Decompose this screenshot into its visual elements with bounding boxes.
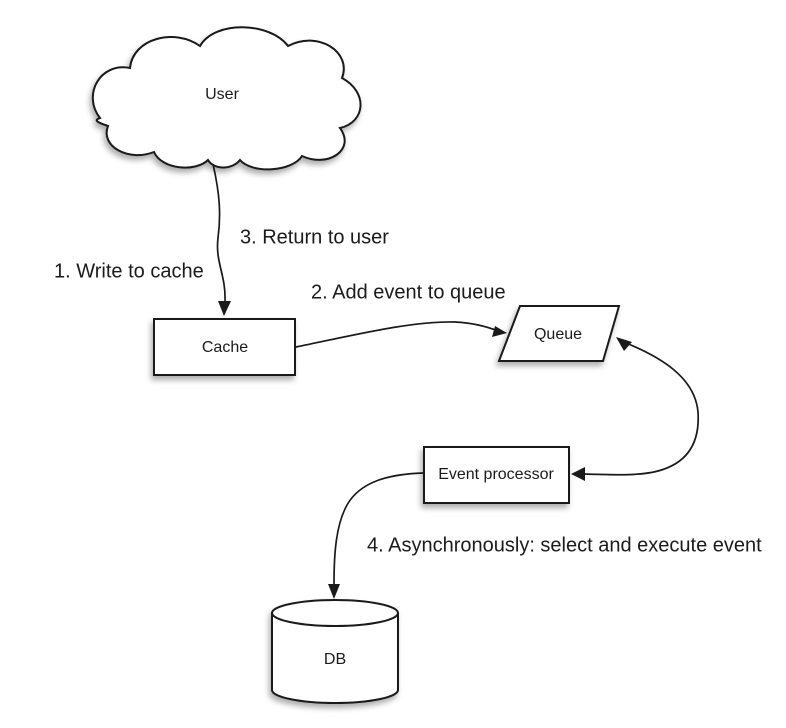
nodes <box>91 26 621 705</box>
cache-box <box>153 318 296 376</box>
queue-parallelogram <box>497 305 621 362</box>
arrowhead-into-queue-right <box>616 337 632 351</box>
edge-event-processor-db <box>333 472 425 585</box>
edge-user-cache <box>212 163 226 302</box>
step-3-label: 3. Return to user <box>240 226 389 249</box>
step-4-label: 4. Asynchronously: select and execute ev… <box>367 534 762 557</box>
arrowhead-into-cache <box>218 301 231 316</box>
arrowhead-into-event-processor <box>571 467 585 481</box>
step-1-label: 1. Write to cache <box>54 260 204 283</box>
queue-label: Queue <box>533 326 583 343</box>
arrowhead-into-queue-left <box>492 326 507 337</box>
db-label: DB <box>323 651 347 668</box>
user-label: User <box>205 86 239 103</box>
event-processor-box <box>423 446 570 504</box>
user-cloud-shape <box>91 26 362 171</box>
cache-label: Cache <box>201 339 249 356</box>
edge-cache-queue <box>295 321 499 348</box>
event-processor-label: Event processor <box>438 466 554 483</box>
edges <box>212 163 700 599</box>
arrowhead-into-db <box>328 584 340 599</box>
step-2-label: 2. Add event to queue <box>311 281 506 304</box>
db-cylinder <box>271 598 399 705</box>
db-cylinder-rim <box>271 612 399 628</box>
edge-queue-event-processor <box>579 340 700 476</box>
